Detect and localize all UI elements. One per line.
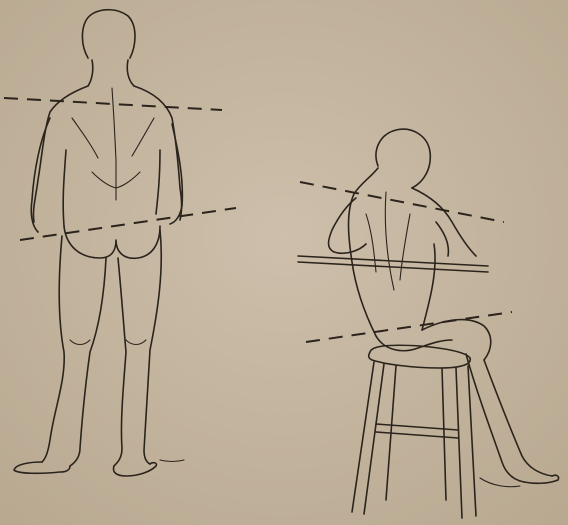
paper-background <box>0 0 568 525</box>
posture-illustration <box>0 0 568 525</box>
illustration-canvas <box>0 0 568 525</box>
